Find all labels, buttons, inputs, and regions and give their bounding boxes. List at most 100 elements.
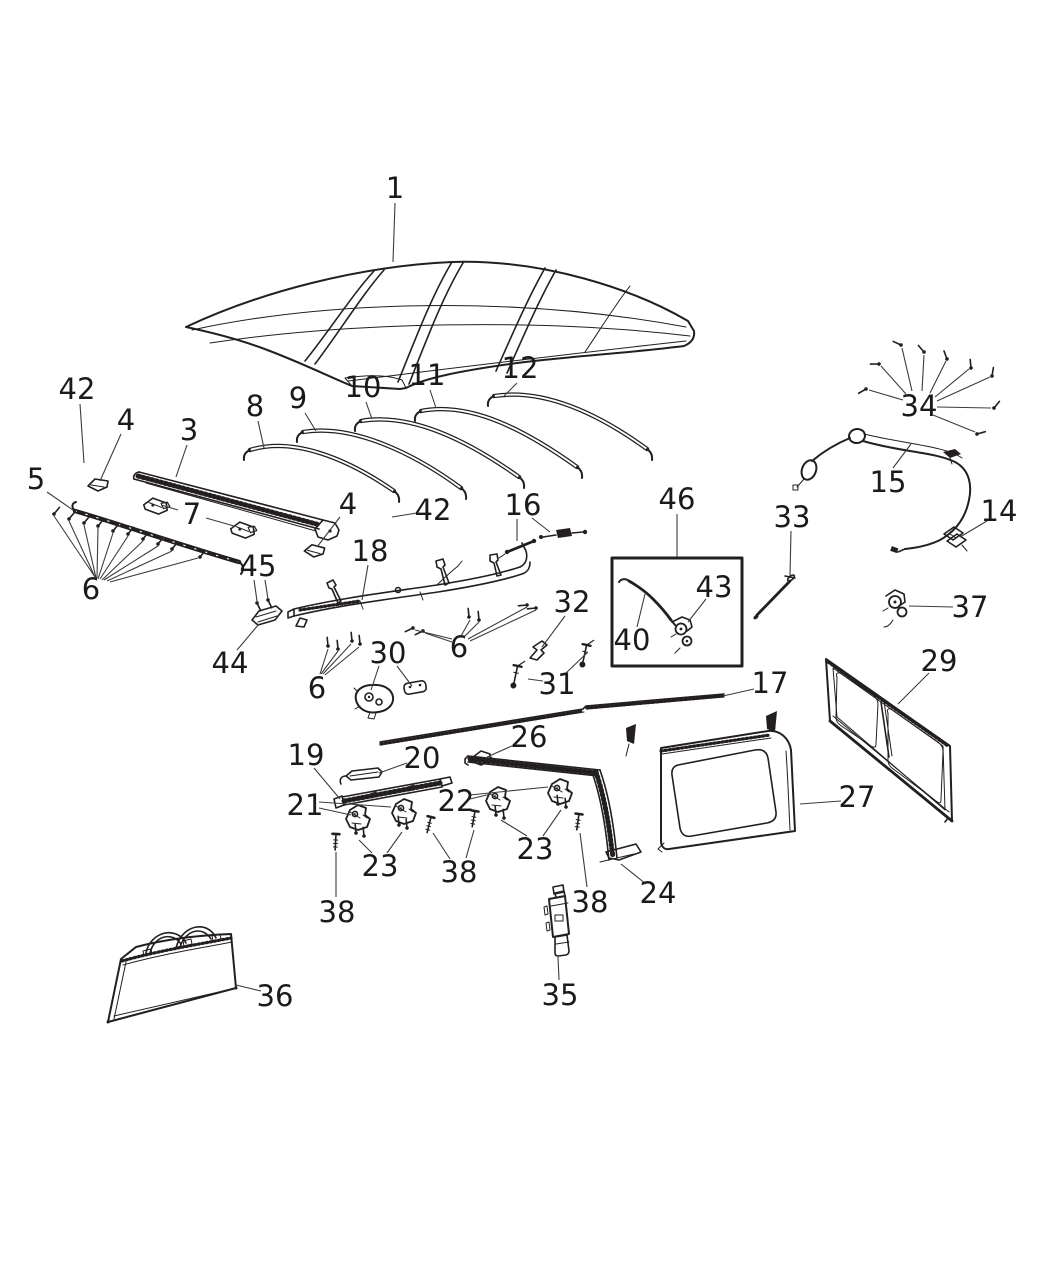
clip-32-drawing [529,640,548,661]
callout-leader-24 [620,863,647,885]
callout-leader-9 [304,412,317,432]
callout-leader-6a [109,557,199,583]
callout-leader-33 [789,530,792,577]
callout-label-38b: 38 [441,855,478,889]
retainer-17-drawing [379,693,725,746]
callout-leader-6c [424,632,453,643]
callout-leader-5 [46,491,74,511]
callout-label-40: 40 [614,623,651,657]
callout-leader-34 [936,376,991,402]
callout-leader-26 [486,744,515,758]
callout-leader-34 [934,368,970,398]
callout-label-42a: 42 [59,372,96,406]
callout-leader-20 [378,762,408,774]
roof-bows-drawing [242,392,654,503]
screws-6-mid [321,599,540,653]
callout-leader-34 [901,347,913,392]
callout-leader-4b [316,516,341,548]
callout-label-5: 5 [27,462,45,496]
callout-leader-23a [386,831,403,854]
callout-leader-10 [365,401,373,420]
callout-label-4a: 4 [117,403,135,437]
callout-label-15: 15 [870,465,907,499]
pivot-21-left [345,804,371,831]
clip-26-drawing [472,750,493,766]
callout-leader-38b [432,832,451,860]
callout-label-22: 22 [438,784,475,818]
callout-leader-12 [503,382,518,397]
callout-leader-34 [936,406,992,409]
callout-leader-32 [541,615,566,648]
bracket-44-drawing [251,605,283,626]
detail-box-46 [610,556,744,668]
callout-leader-45 [264,579,269,600]
latch-37-drawing [882,589,908,628]
prop-struts-drawing [498,528,588,559]
callout-label-1: 1 [386,171,404,205]
callout-leader-38b [465,829,475,859]
callout-label-8: 8 [246,389,264,423]
callout-label-26: 26 [511,720,548,754]
callout-leader-37 [908,605,954,608]
callout-label-27: 27 [839,780,876,814]
callout-leader-7 [205,517,235,527]
soft-top-panel-drawing [185,260,696,390]
callout-label-31: 31 [539,667,576,701]
connector-14-drawing [943,526,968,552]
prop-rod-33-drawing [753,574,796,620]
bracket-20-drawing [339,767,383,785]
callout-label-46: 46 [659,482,696,516]
callout-leader-6b [320,650,339,675]
pivot-22-right [547,778,573,805]
callout-leader-42a [79,403,85,464]
storage-bag-drawing [106,926,238,1024]
callout-leader-8 [257,420,265,449]
clip-7-right [228,520,259,541]
callout-label-29: 29 [921,644,958,678]
callout-leader-3 [175,444,188,478]
callout-label-23b: 23 [517,832,554,866]
callout-leader-6a [68,520,96,578]
callout-label-17: 17 [752,666,789,700]
callout-leader-18 [361,564,369,601]
callout-label-44: 44 [212,646,249,680]
callout-leader-29 [897,672,930,705]
callout-label-20: 20 [404,741,441,775]
header-rail-drawing [132,471,340,541]
callout-leader-6a [97,532,114,580]
callout-label-38a: 38 [319,895,356,929]
callout-label-16: 16 [505,488,542,522]
callout-label-21: 21 [287,788,324,822]
callout-leader-6a [106,550,173,582]
callout-leader-6a [83,524,97,579]
callout-leader-36 [235,984,262,992]
callout-label-43: 43 [696,570,733,604]
callout-label-32: 32 [554,585,591,619]
callout-label-23a: 23 [362,849,399,883]
callout-leader-35 [557,956,560,981]
callout-label-33: 33 [774,500,811,534]
callout-label-30: 30 [370,636,407,670]
clip-4-left [87,478,109,492]
callout-leader-38c [579,832,588,888]
callout-leader-6a [101,540,144,581]
callout-leader-34 [868,389,904,401]
callout-label-34: 34 [901,389,938,423]
callout-leader-34 [932,414,976,433]
callout-leader-4a [99,433,122,482]
callout-leader-34 [880,365,907,395]
callout-label-12: 12 [502,351,539,385]
callout-label-7: 7 [183,497,201,531]
callout-leader-43 [687,598,707,623]
cylinder-35-drawing [543,884,570,957]
line-art [50,260,1003,1024]
callout-label-45: 45 [240,549,277,583]
callout-label-35: 35 [542,978,579,1012]
callout-label-11: 11 [409,358,446,392]
callout-label-10: 10 [345,370,382,404]
callout-leader-22 [469,786,549,796]
callout-leader-6c [414,629,453,640]
